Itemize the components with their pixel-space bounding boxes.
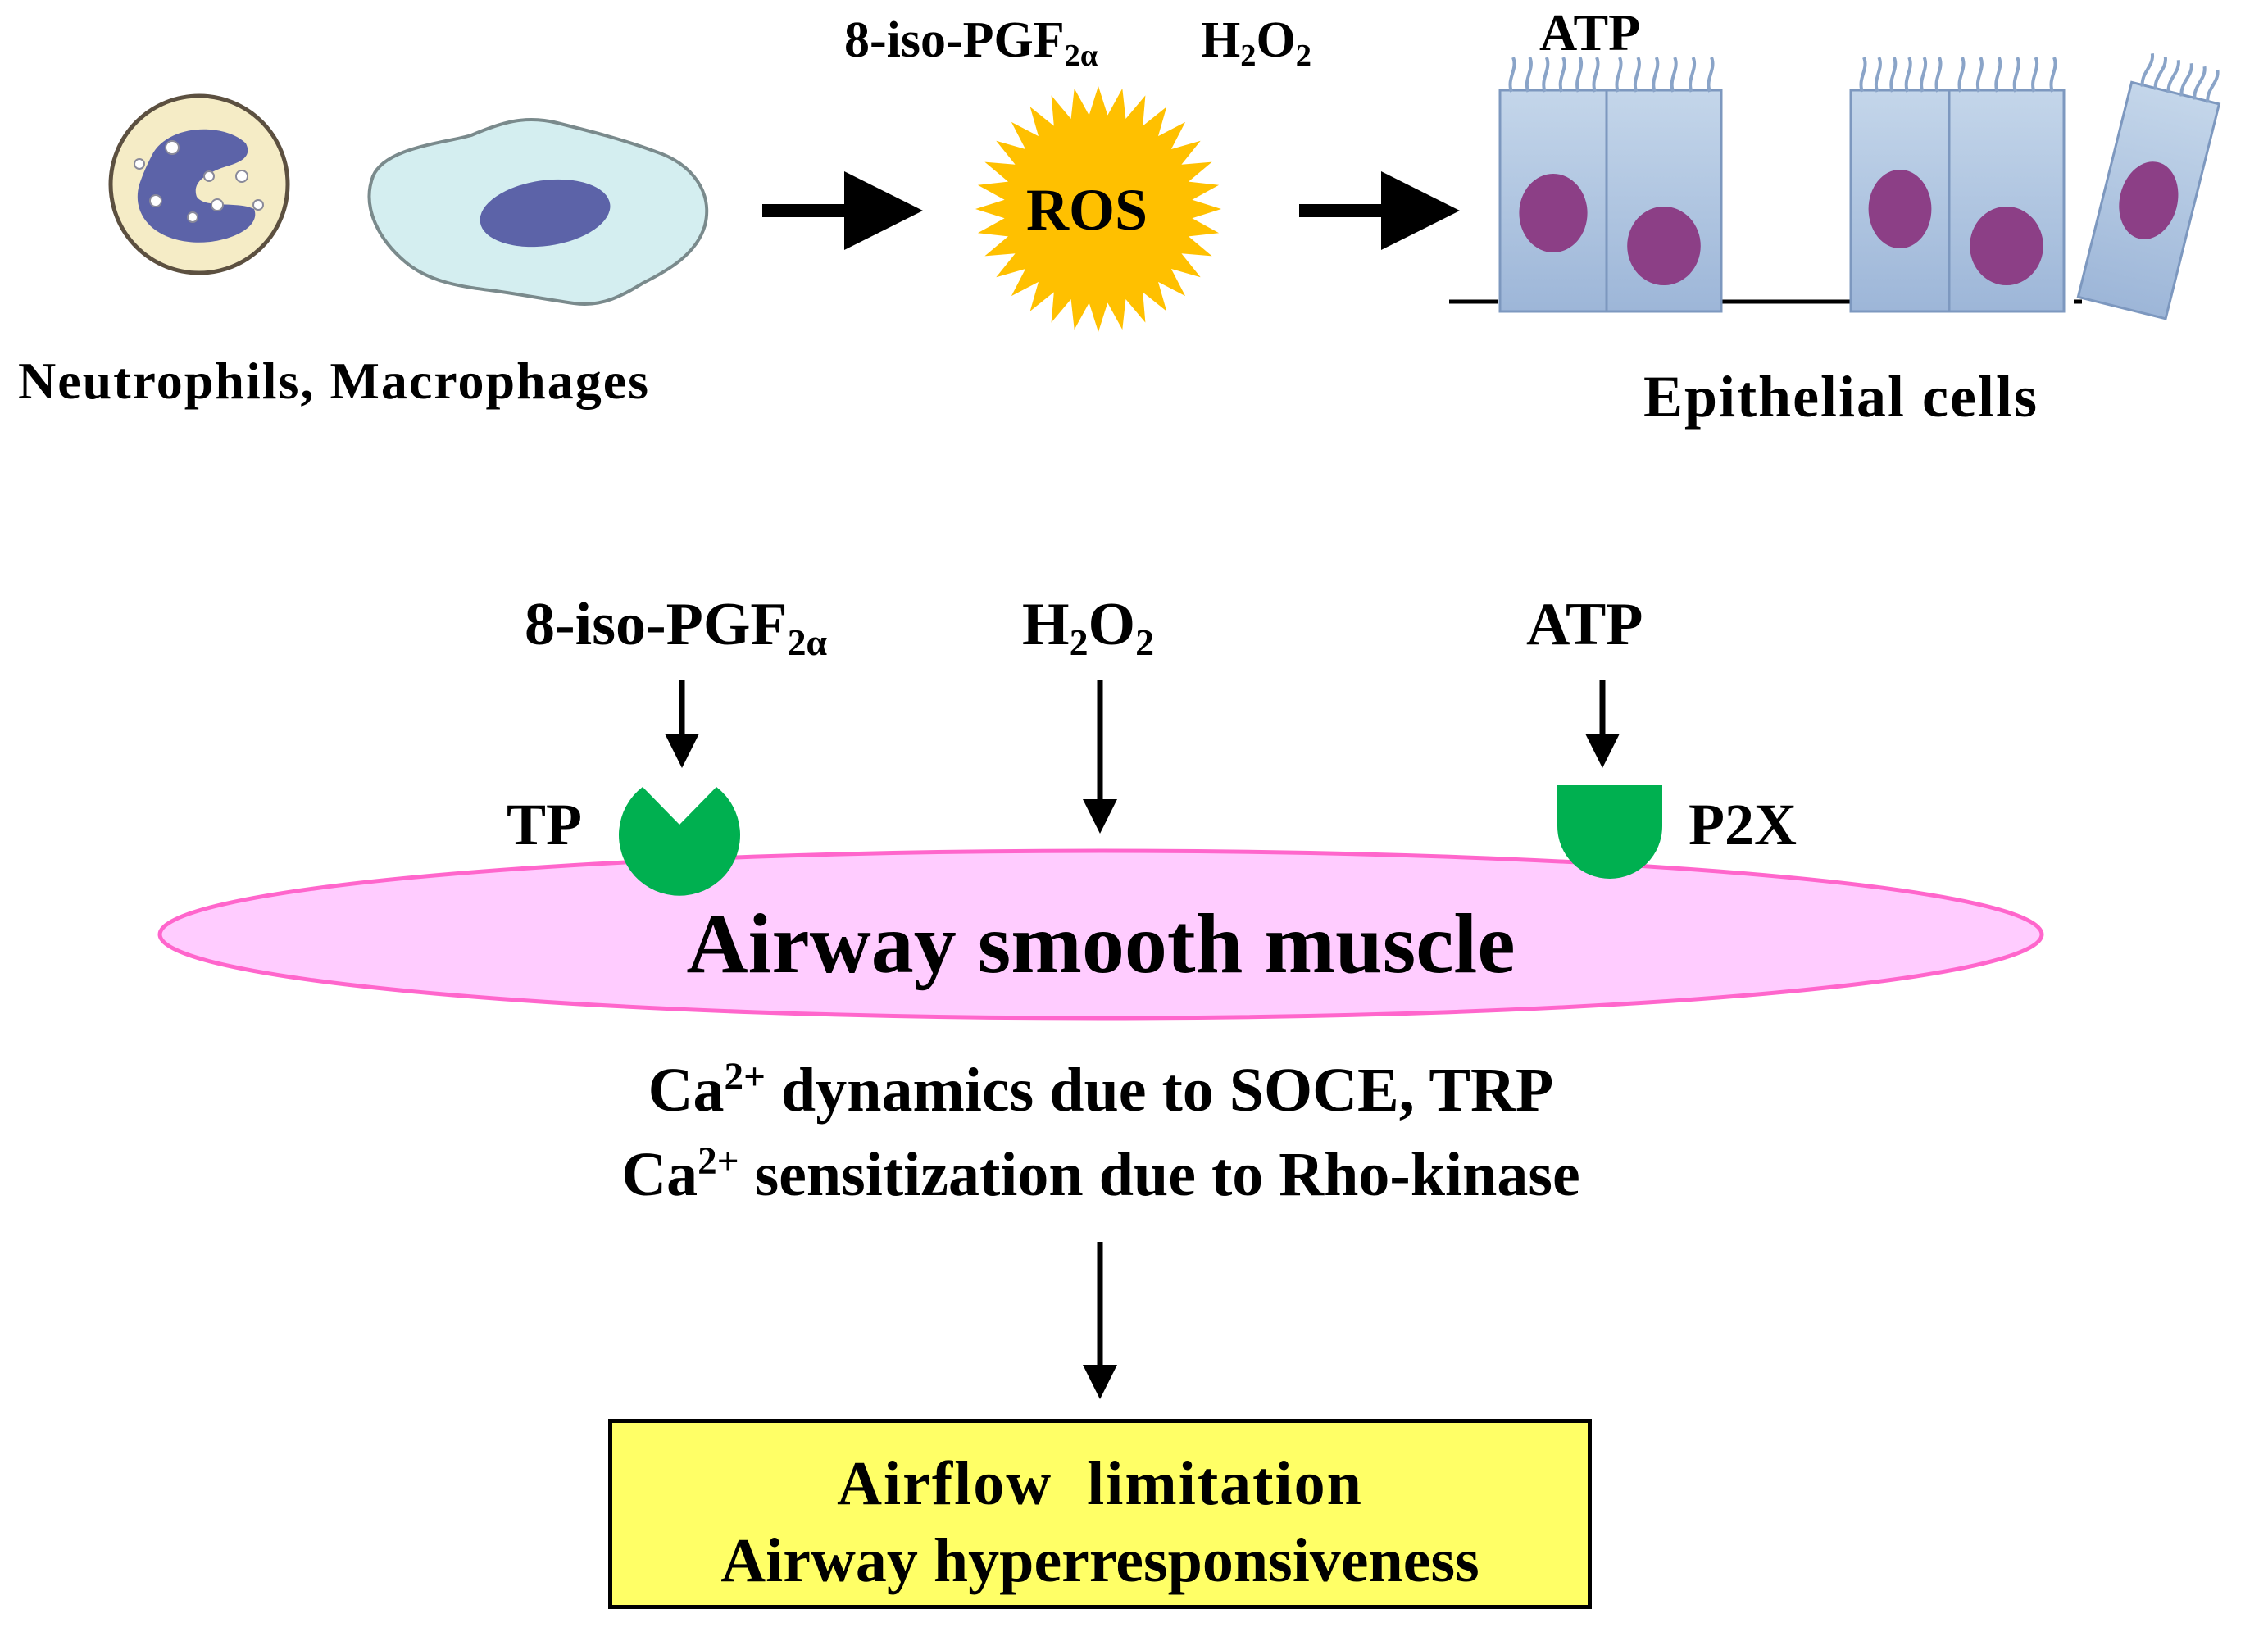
tp-receptor-label: TP bbox=[507, 792, 583, 857]
epithelial-cell bbox=[2076, 53, 2221, 320]
mechanism-2-ca: Ca bbox=[621, 1140, 698, 1209]
top-h2o2-sub2: 2 bbox=[1295, 38, 1311, 73]
top-iso-pgf-main: 8-iso-PGF bbox=[844, 12, 1065, 68]
top-iso-pgf-sub: 2α bbox=[1064, 38, 1098, 73]
bottom-atp-label: ATP bbox=[1526, 591, 1643, 658]
top-atp-label: ATP bbox=[1539, 3, 1641, 61]
epithelial-cells-icon bbox=[1449, 53, 2221, 320]
top-h2o2-sub1: 2 bbox=[1240, 38, 1257, 73]
ros-starburst-icon bbox=[975, 86, 1221, 332]
outcome-line-2: Airway hyperresponsiveness bbox=[720, 1526, 1479, 1595]
immune-cells-label: Neutrophils, Macrophages bbox=[18, 352, 650, 410]
mechanism-2-text: sensitization due to Rho-kinase bbox=[739, 1140, 1580, 1209]
epithelial-cells-label: Epithelial cells bbox=[1643, 364, 2038, 430]
bottom-iso-pgf-main: 8-iso-PGF bbox=[525, 591, 788, 658]
mechanism-2-charge: 2+ bbox=[698, 1140, 739, 1184]
outcome-line-1: Airflow limitation bbox=[837, 1449, 1363, 1518]
mechanism-1-text: dynamics due to SOCE, TRP bbox=[765, 1056, 1554, 1125]
epithelial-cell bbox=[1605, 57, 1723, 313]
epithelial-cell bbox=[1849, 57, 1951, 313]
top-h2o2-h: H bbox=[1201, 12, 1241, 68]
top-iso-pgf-label: 8-iso-PGF2α bbox=[844, 12, 1098, 71]
bottom-h2o2-h: H bbox=[1022, 591, 1070, 658]
top-h2o2-label: H2O2 bbox=[1201, 12, 1311, 71]
bottom-h2o2-sub2: 2 bbox=[1135, 621, 1154, 663]
macrophage-icon bbox=[367, 117, 709, 306]
airway-smooth-muscle-ellipse bbox=[157, 848, 2044, 1021]
mechanism-1-charge: 2+ bbox=[724, 1056, 766, 1099]
epithelial-cell bbox=[1498, 57, 1608, 313]
outcome-box: Airflow limitation Airway hyperresponsiv… bbox=[608, 1419, 1592, 1609]
mechanism-line-1: Ca2+ dynamics due to SOCE, TRP bbox=[0, 1056, 2202, 1121]
epithelial-cell bbox=[1948, 57, 2066, 313]
mechanism-1-ca: Ca bbox=[648, 1056, 725, 1125]
bottom-h2o2-o: O bbox=[1088, 591, 1136, 658]
p2x-receptor-label: P2X bbox=[1689, 792, 1797, 857]
bottom-iso-pgf-sub: 2α bbox=[787, 621, 828, 663]
mechanism-line-2: Ca2+ sensitization due to Rho-kinase bbox=[0, 1143, 2202, 1206]
p2x-receptor-icon bbox=[1557, 785, 1662, 879]
ros-label: ROS bbox=[1026, 177, 1148, 243]
airway-smooth-muscle-label: Airway smooth muscle bbox=[686, 897, 1516, 991]
tp-receptor-icon bbox=[619, 787, 741, 896]
bottom-iso-pgf-label: 8-iso-PGF2α bbox=[525, 591, 827, 661]
bottom-h2o2-sub1: 2 bbox=[1069, 621, 1089, 663]
neutrophil-icon bbox=[108, 93, 290, 275]
top-h2o2-o: O bbox=[1256, 12, 1296, 68]
bottom-h2o2-label: H2O2 bbox=[1022, 591, 1154, 661]
